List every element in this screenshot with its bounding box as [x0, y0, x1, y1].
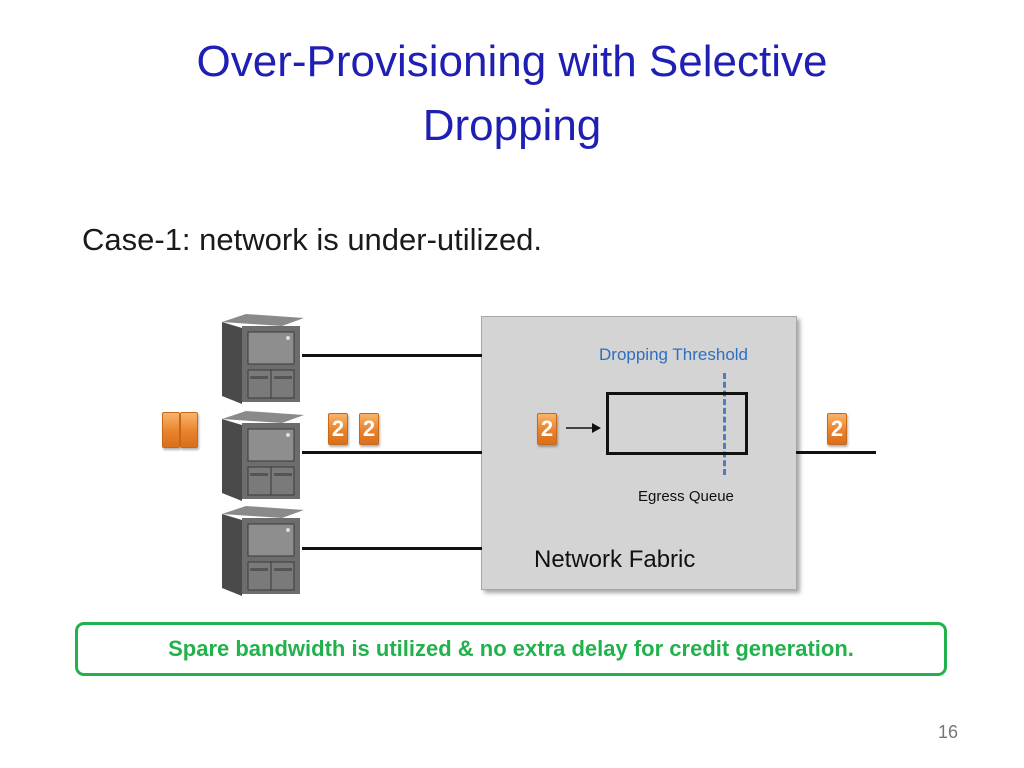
link-server-2: [302, 451, 482, 454]
packet-icon: [180, 412, 198, 448]
title-line-1: Over-Provisioning with Selective: [196, 37, 828, 86]
case-subtitle: Case-1: network is under-utilized.: [82, 222, 543, 257]
server-icon: [222, 411, 304, 501]
packet-icon: 2: [359, 413, 379, 445]
link-output: [796, 451, 876, 454]
link-server-1: [302, 354, 482, 357]
dropping-threshold-line: [723, 373, 726, 475]
title-line-2: Dropping: [422, 101, 602, 150]
arrow-right-icon: [566, 423, 601, 433]
egress-queue-label: Egress Queue: [638, 488, 734, 505]
link-server-3: [302, 547, 482, 550]
summary-banner: Spare bandwidth is utilized & no extra d…: [75, 622, 947, 676]
dropping-threshold-label: Dropping Threshold: [599, 345, 748, 364]
server-icon: [222, 506, 304, 596]
server-icon: [222, 314, 304, 404]
slide-title: Over-Provisioning with Selective Droppin…: [0, 30, 1024, 158]
packet-icon: 2: [827, 413, 847, 445]
summary-banner-text: Spare bandwidth is utilized & no extra d…: [168, 636, 854, 661]
egress-queue: [606, 392, 748, 455]
network-fabric-label: Network Fabric: [534, 546, 696, 573]
page-number: 16: [938, 722, 959, 742]
packet-icon: 2: [328, 413, 348, 445]
packet-icon: 2: [537, 413, 557, 445]
packet-icon: [162, 412, 180, 448]
